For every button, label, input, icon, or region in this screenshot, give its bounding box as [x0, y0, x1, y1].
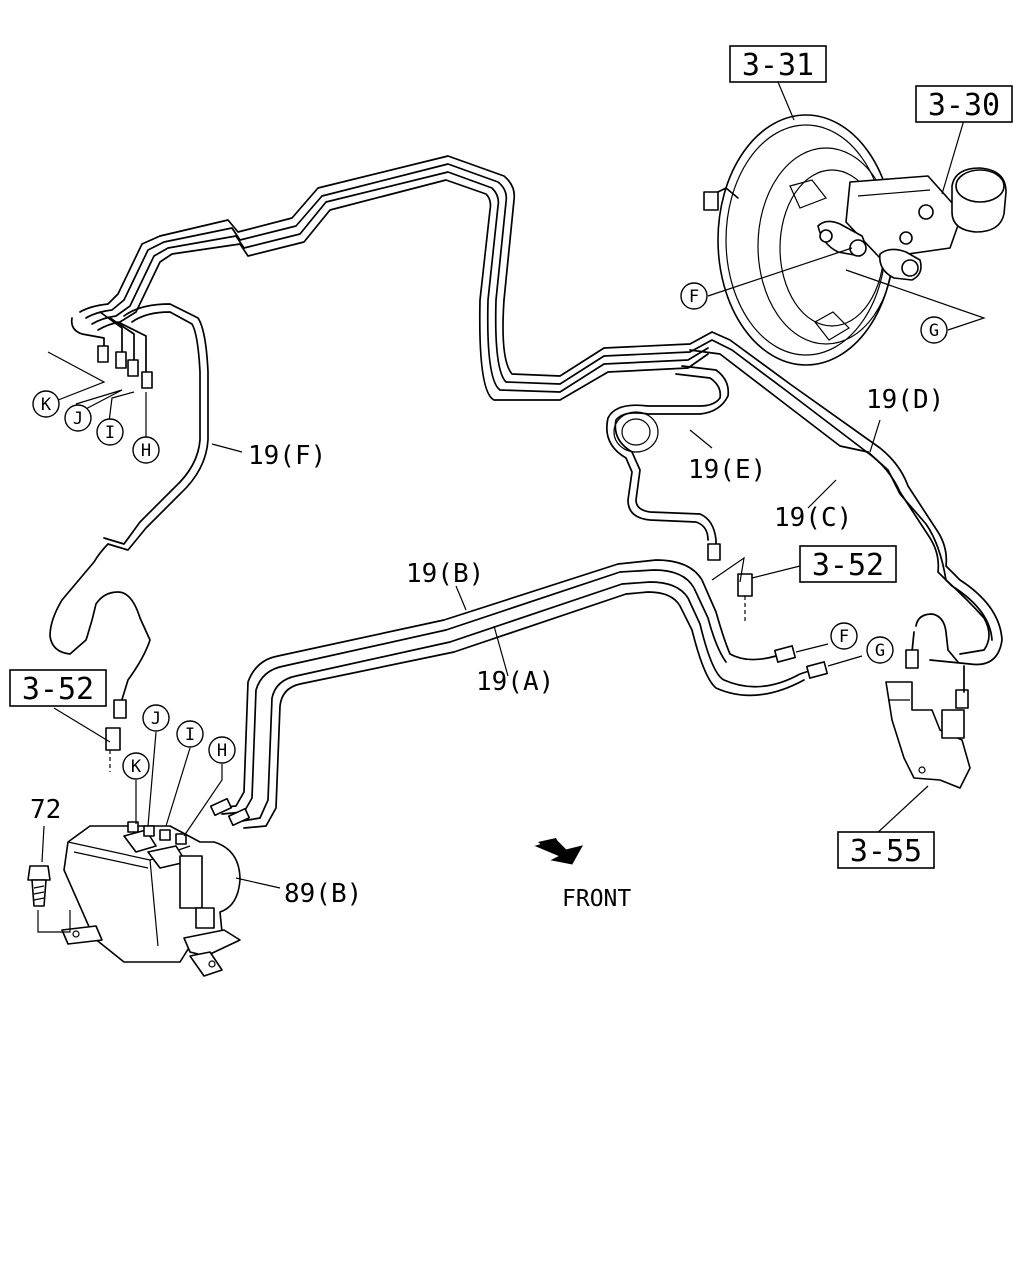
svg-text:J: J — [151, 709, 161, 729]
circle-k-unit: K — [122, 752, 150, 780]
circle-g-mid: G — [866, 636, 894, 664]
ref-3-31-text: 3-31 — [742, 48, 814, 83]
ref-3-55-text: 3-55 — [850, 834, 922, 869]
ref-3-52-left-text: 3-52 — [22, 672, 94, 707]
svg-text:I: I — [185, 725, 195, 745]
circle-k-top: K — [32, 390, 60, 418]
ref-box-3-52-right[interactable]: 3-52 — [799, 545, 897, 583]
front-label: FRONT — [562, 886, 631, 912]
svg-text:J: J — [73, 409, 83, 429]
svg-text:K: K — [41, 395, 52, 415]
right-3-52-fitting — [711, 556, 801, 622]
left-3-52-fitting — [53, 707, 121, 772]
svg-text:I: I — [105, 423, 115, 443]
label-19b: 19(B) — [406, 559, 484, 589]
label-19e: 19(E) — [688, 455, 766, 485]
pipe-19a-19b — [213, 559, 863, 829]
bolt-72 — [27, 825, 71, 933]
label-19c: 19(C) — [774, 503, 852, 533]
svg-text:G: G — [929, 321, 939, 341]
label-19f: 19(F) — [248, 441, 326, 471]
svg-text:H: H — [217, 741, 227, 761]
circle-j-top: J — [64, 404, 92, 432]
front-arrow — [534, 838, 583, 865]
circle-g-master: G — [920, 316, 948, 344]
pipe-19c-19d — [689, 349, 990, 709]
master-cylinder — [817, 167, 1007, 281]
ref-box-3-52-left[interactable]: 3-52 — [9, 669, 107, 707]
circle-i-unit: I — [176, 720, 204, 748]
circle-f-master: F — [680, 282, 708, 310]
circle-h-unit: H — [208, 736, 236, 764]
abs-hydraulic-unit — [61, 797, 281, 977]
pipe-19e — [606, 365, 730, 561]
unit-leaders — [135, 731, 223, 837]
ref-box-3-55[interactable]: 3-55 — [837, 831, 935, 869]
svg-text:F: F — [689, 287, 699, 307]
top-left-leaders — [47, 351, 147, 440]
svg-text:G: G — [875, 641, 885, 661]
pipe-bundle-upper — [70, 155, 1003, 666]
bracket-3-55 — [873, 681, 971, 837]
label-89b: 89(B) — [284, 879, 362, 909]
ref-box-3-31[interactable]: 3-31 — [729, 45, 827, 83]
circle-j-unit: J — [142, 704, 170, 732]
label-19d: 19(D) — [866, 385, 944, 415]
svg-text:K: K — [131, 757, 142, 777]
top-leaders — [211, 81, 986, 677]
svg-text:F: F — [839, 627, 849, 647]
circle-f-mid: F — [830, 622, 858, 650]
svg-text:H: H — [141, 441, 151, 461]
label-72: 72 — [30, 795, 61, 825]
label-19a: 19(A) — [476, 667, 554, 697]
ref-3-30-text: 3-30 — [928, 88, 1000, 123]
ref-box-3-30[interactable]: 3-30 — [915, 85, 1013, 123]
brake-booster — [703, 114, 895, 366]
circle-h-top: H — [132, 436, 160, 464]
circle-i-top: I — [96, 418, 124, 446]
ref-3-52-right-text: 3-52 — [812, 548, 884, 583]
pipe-19f — [49, 303, 209, 719]
